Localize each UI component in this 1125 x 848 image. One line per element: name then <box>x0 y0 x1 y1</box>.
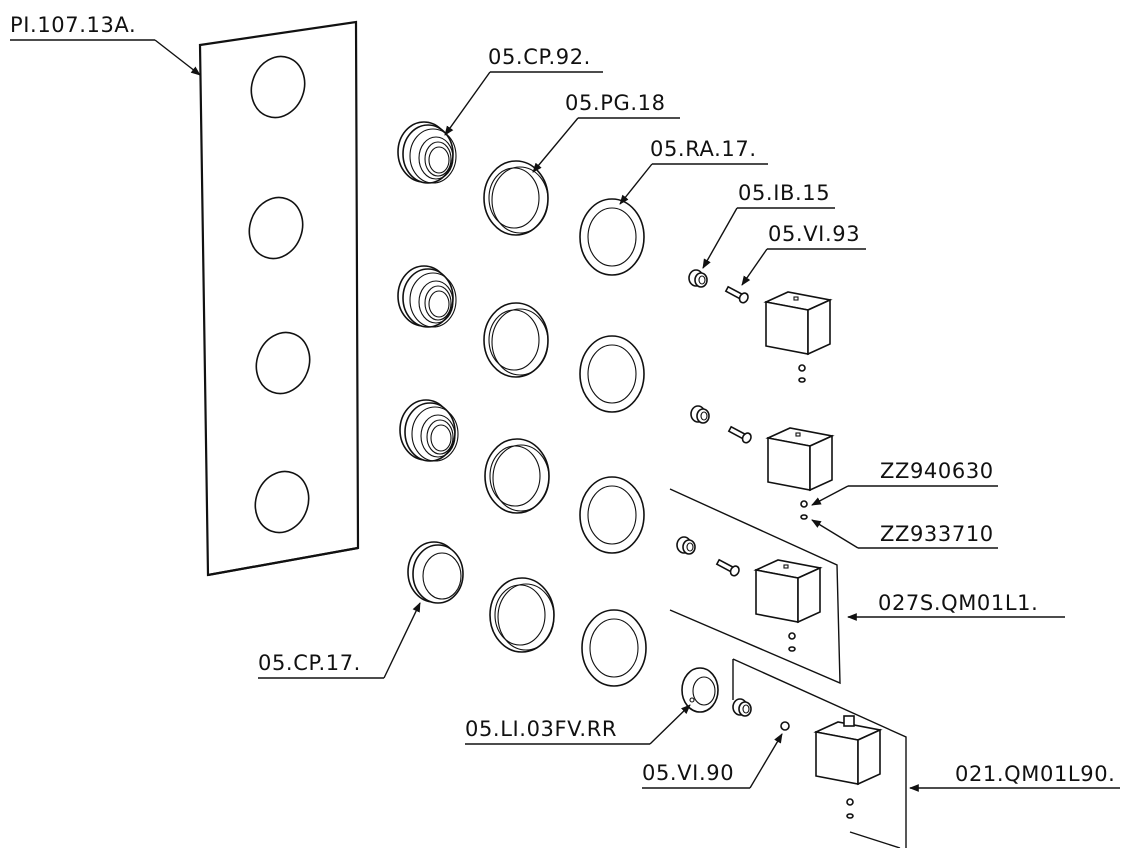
knob-cube-3 <box>753 559 823 652</box>
flat-ring-1 <box>579 198 645 276</box>
label-li03: 05.LI.03FV.RR <box>465 717 617 741</box>
plate-hole-1 <box>250 55 306 119</box>
label-zz933710: ZZ933710 <box>880 522 994 546</box>
label-qm021: 021.QM01L90. <box>955 762 1115 786</box>
screw-2 <box>727 425 752 444</box>
ring-pg-1 <box>483 160 549 236</box>
label-pg18: 05.PG.18 <box>565 91 666 115</box>
plate-hole-2 <box>248 196 304 260</box>
knob-cube-4 <box>813 715 883 819</box>
label-ra17: 05.RA.17. <box>650 137 757 161</box>
ring-pg-4 <box>489 577 555 653</box>
ring-pg-2 <box>483 302 549 378</box>
small-insert-2 <box>690 405 710 424</box>
label-qm027: 027S.QM01L1. <box>878 591 1038 615</box>
screw-1 <box>724 285 749 304</box>
label-panel: PI.107.13A. <box>10 13 136 37</box>
cover-plate <box>198 20 360 577</box>
threaded-insert-2 <box>397 265 457 328</box>
plate-hole-3 <box>255 331 311 395</box>
group-bracket-027 <box>669 488 841 685</box>
label-vi93: 05.VI.93 <box>768 222 860 246</box>
group-bracket-021 <box>732 658 907 848</box>
label-vi90: 05.VI.90 <box>642 761 734 785</box>
label-cp92: 05.CP.92. <box>488 45 591 69</box>
flat-ring-2 <box>579 335 645 413</box>
plate-hole-4 <box>254 470 310 534</box>
small-insert-4 <box>732 698 752 717</box>
label-ib15: 05.IB.15 <box>738 181 830 205</box>
flat-ring-4 <box>581 609 647 687</box>
knob-cube-2 <box>765 427 835 520</box>
plain-cap <box>407 541 464 604</box>
small-insert-3 <box>676 536 696 555</box>
screw-4 <box>780 721 790 731</box>
label-zz940630: ZZ940630 <box>880 459 994 483</box>
screw-3 <box>715 558 740 577</box>
lever-ring <box>681 667 719 713</box>
threaded-insert-3 <box>399 399 459 462</box>
flat-ring-3 <box>579 476 645 554</box>
knob-cube-1 <box>763 291 833 383</box>
threaded-insert-1 <box>397 121 457 184</box>
ring-pg-3 <box>484 438 550 514</box>
label-cp17: 05.CP.17. <box>258 651 361 675</box>
small-insert-1 <box>688 269 708 288</box>
